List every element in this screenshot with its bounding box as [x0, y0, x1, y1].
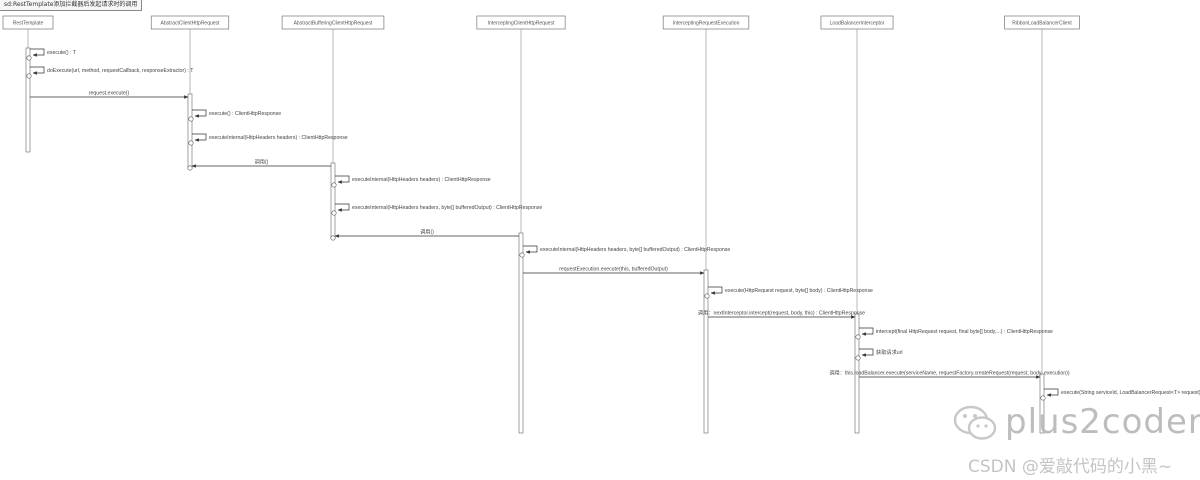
message-label: doExecute(url, method, requestCallback, … [47, 68, 194, 74]
message-label: 获取请求url [876, 348, 903, 356]
message-label: executeInternal(HttpHeaders headers) : C… [352, 177, 491, 183]
message-label: requestExecution.execute(this, bufferedO… [559, 267, 668, 273]
message-label: 调用() [420, 228, 434, 236]
activation-bar [25, 47, 31, 153]
participant-label: AbstractClientHttpRequest [161, 21, 221, 27]
participant-label: InterceptingClientHttpRequest [488, 21, 555, 27]
activation-bar [854, 313, 860, 434]
self-call-activation-marker [188, 140, 194, 146]
self-call-activation-marker [855, 355, 861, 361]
activation-bar [1039, 373, 1045, 434]
self-call-arrow [192, 109, 207, 118]
message-label: 调用() [255, 158, 269, 166]
self-call-arrow [192, 133, 207, 142]
csdn-credit: CSDN @爱敲代码的小黑~ [968, 457, 1173, 477]
wechat-logo-icon [953, 405, 997, 440]
watermark-text: plus2coder [1005, 402, 1200, 442]
participant-label: LoadBalancerInterceptor [830, 21, 885, 27]
self-call-arrow [859, 327, 874, 336]
diagram-frame-title: sd:RestTemplate添加拦截器后发起请求时的调用 [0, 0, 143, 11]
message-label: execute() : ClientHttpResponse [209, 111, 281, 117]
message-label: intercept(final HttpRequest request, fin… [876, 329, 1053, 335]
message-label: execute(String serviceId, LoadBalancerRe… [1061, 390, 1200, 396]
activation-bar [518, 232, 524, 434]
return-activation-marker [330, 235, 336, 241]
self-call-arrow [30, 48, 45, 57]
message-label: request.execute() [89, 91, 130, 97]
message-label: executeInternal(HttpHeaders headers, byt… [352, 205, 542, 211]
message-label: 调用：nextInterceptor.intercept(request, bo… [698, 309, 865, 317]
self-call-activation-marker [519, 252, 525, 258]
participant-label: AbstractBufferingClientHttpRequest [294, 21, 373, 27]
message-label: execute() : T [47, 50, 77, 56]
message-label: executeInternal(HttpHeaders headers, byt… [540, 247, 730, 253]
participant-label: RibbonLoadBalancerClient [1012, 21, 1072, 27]
self-call-activation-marker [331, 210, 337, 216]
message-label: execute(HttpRequest request, byte[] body… [725, 288, 873, 294]
activation-bar [330, 162, 336, 239]
message-label: executeInternal(HttpHeaders headers) : C… [209, 135, 348, 141]
activation-bar [187, 93, 193, 169]
self-call-activation-marker [704, 293, 710, 299]
self-call-arrow [1044, 388, 1059, 397]
participant-label: InterceptingRequestExecution [673, 21, 740, 27]
self-call-activation-marker [26, 73, 32, 79]
self-call-arrow [335, 175, 350, 184]
participant-label: RestTemplate [13, 21, 44, 27]
self-call-arrow [30, 66, 45, 75]
self-call-activation-marker [26, 55, 32, 61]
self-call-arrow [523, 245, 538, 254]
self-call-activation-marker [1040, 395, 1046, 401]
return-activation-marker [187, 165, 193, 171]
self-call-arrow [335, 203, 350, 212]
self-call-activation-marker [188, 116, 194, 122]
self-call-activation-marker [331, 182, 337, 188]
message-label: 调用：this.loadBalancer.execute(serviceName… [829, 369, 1070, 377]
activation-bar [703, 269, 709, 434]
self-call-arrow [859, 348, 874, 357]
self-call-activation-marker [855, 334, 861, 340]
self-call-arrow [708, 286, 723, 295]
